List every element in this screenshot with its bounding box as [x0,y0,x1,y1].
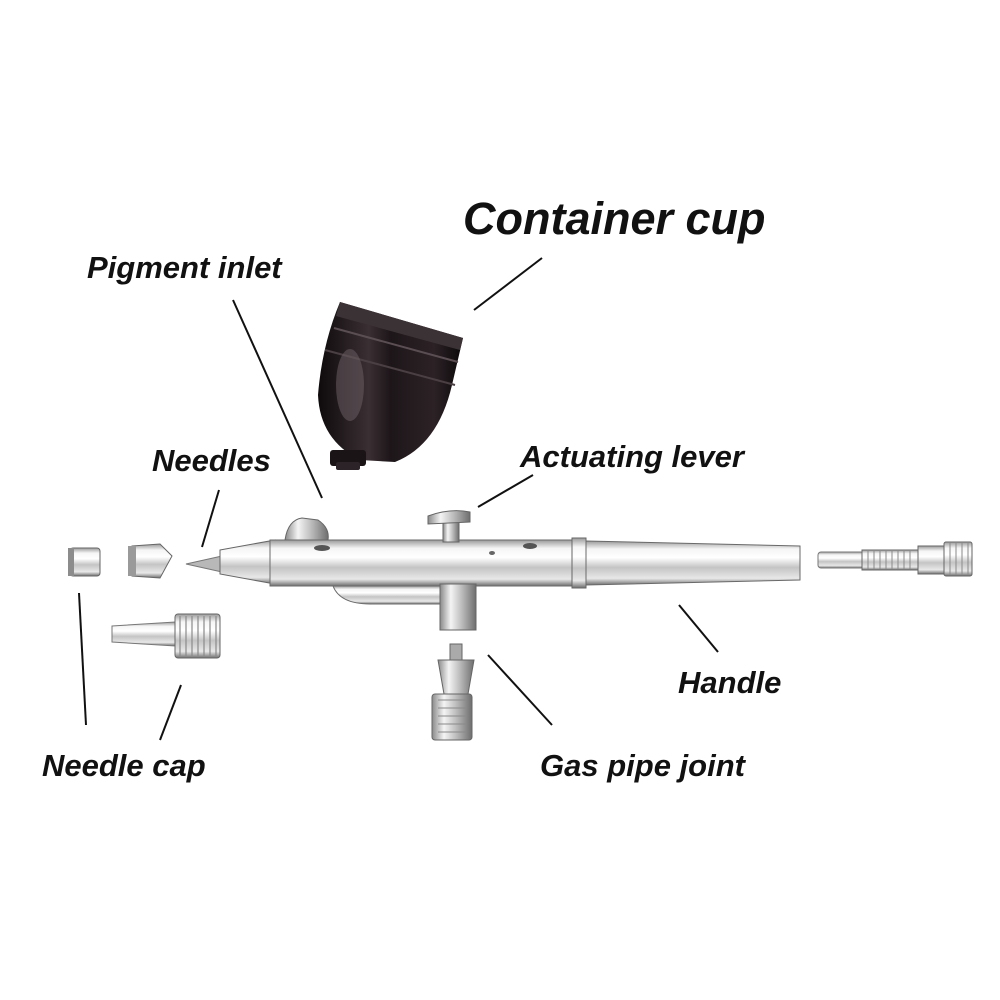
leader-actuating-lever [477,474,534,508]
actuating-lever-label: Actuating lever [520,439,744,474]
handle-label: Handle [678,665,782,700]
pigment-inlet-label: Pigment inlet [87,250,282,285]
gas-pipe-joint-label: Gas pipe joint [540,748,745,783]
leader-needle-cap-right [159,684,182,741]
leader-handle [678,604,719,653]
needle-cap-label: Needle cap [42,748,206,783]
leader-needles [201,489,220,548]
container-cup [318,302,463,470]
leader-container-cup [473,257,543,311]
leader-needle-cap-left [78,592,87,726]
nozzle-cap [128,543,173,579]
needle-cap-small [68,547,101,577]
needles-label: Needles [152,443,271,478]
needle-tip [185,555,223,573]
container-cup-label: Container cup [463,193,766,244]
leader-pigment-inlet [232,299,323,499]
actuating-lever-shape [427,510,471,543]
gas-pipe-joint-part [431,643,475,741]
airbrush-body [219,510,801,631]
leader-gas-pipe-joint [487,654,553,726]
hose-fitting [111,613,221,659]
needle-chuck [817,541,973,577]
